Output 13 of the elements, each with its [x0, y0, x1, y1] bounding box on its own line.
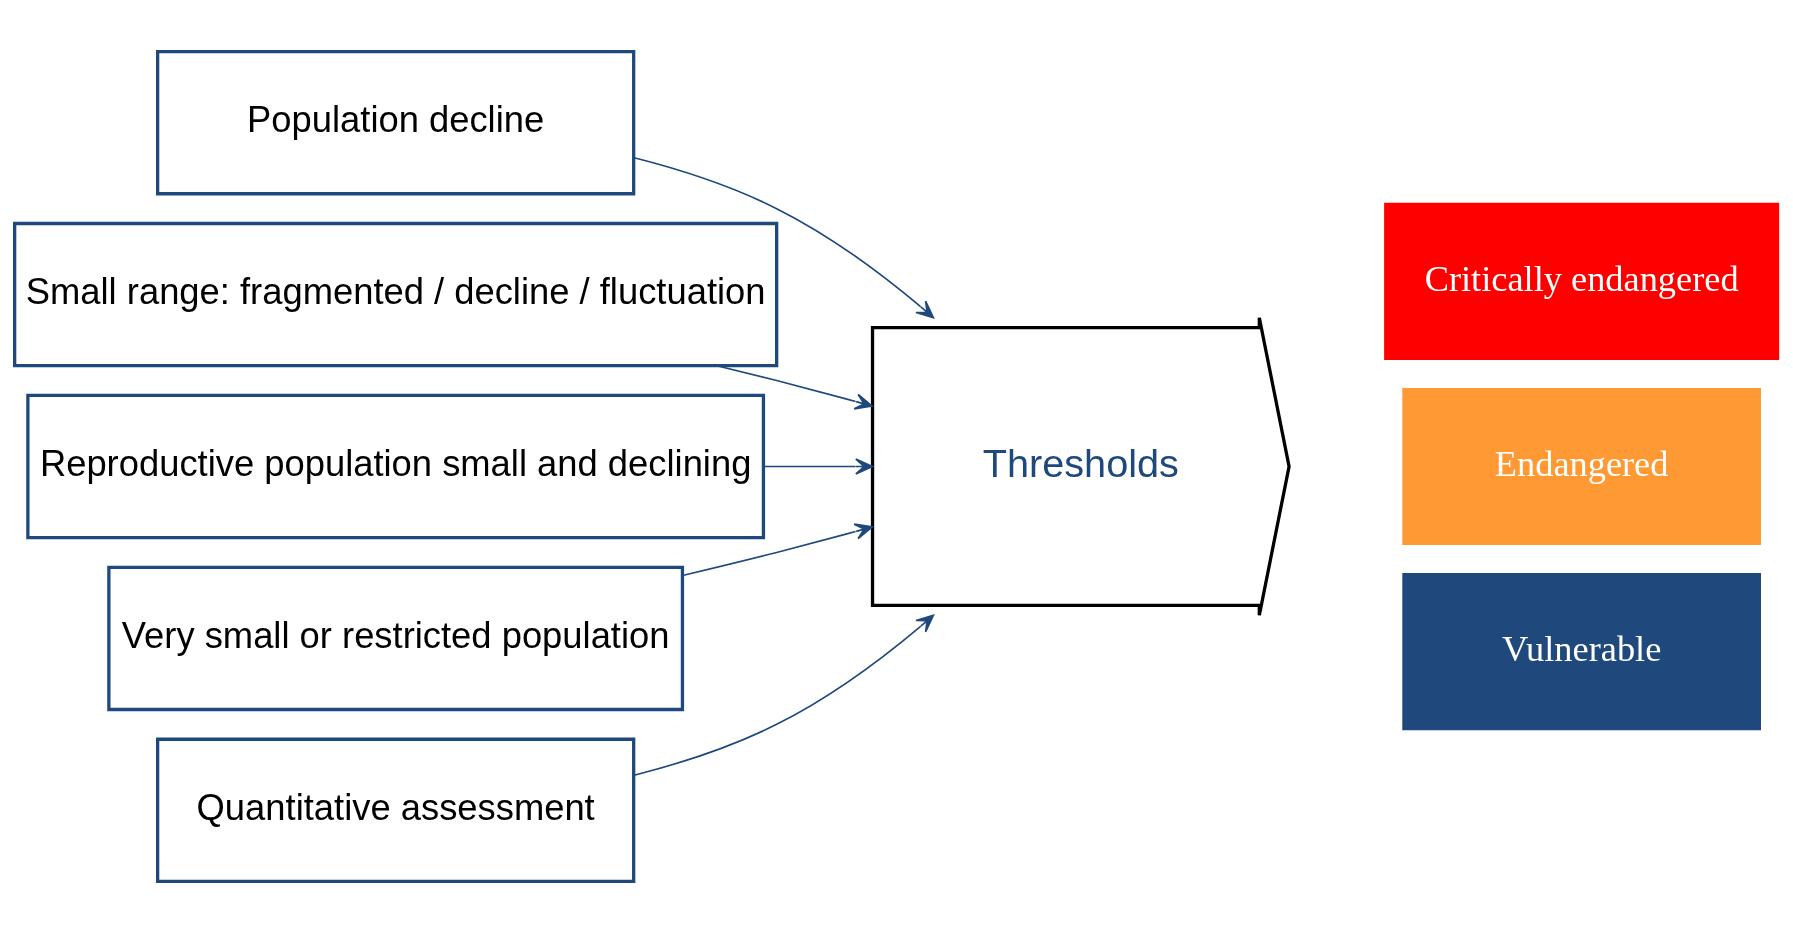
node-box: Reproductive population small and declining	[26, 393, 766, 540]
arrow	[762, 458, 874, 475]
node-box: Critically endangered	[1384, 202, 1780, 360]
arrow	[716, 364, 873, 410]
arrow	[633, 157, 935, 319]
node-box: Population decline	[156, 49, 636, 196]
node-box: Endangered	[1402, 388, 1761, 545]
node-box: Quantitative assessment	[156, 737, 636, 884]
arrow	[681, 523, 873, 577]
node-box: Very small or restricted population	[107, 565, 685, 712]
arrow	[633, 614, 935, 776]
node-box: Vulnerable	[1402, 573, 1761, 731]
node-box: Small range: fragmented / decline / fluctuation	[13, 221, 779, 368]
